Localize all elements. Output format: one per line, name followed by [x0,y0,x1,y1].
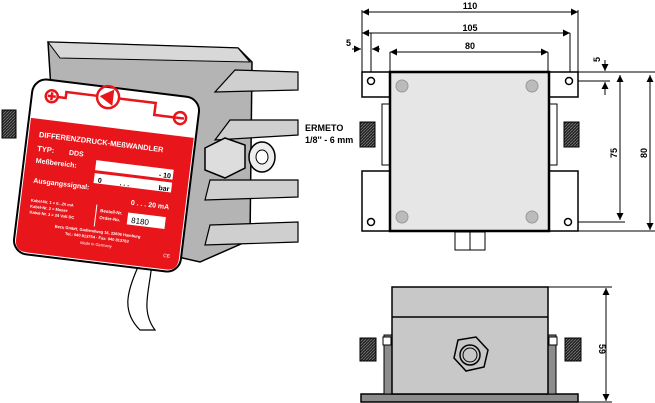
dim-hole-spacing-vertical: 75 [609,148,619,158]
dim-side-height: 59 [597,344,607,354]
svg-text:Order-No.: Order-No. [99,215,120,223]
right-fitting-side [564,337,582,362]
svg-text:TYP:: TYP: [37,144,55,155]
dim-hole-offset-y: 5 [592,57,602,62]
housing-top [388,70,551,233]
left-fitting [1,109,17,139]
dim-hole-offset-x: 5 [346,38,351,48]
left-fitting-side [359,337,377,362]
svg-text:Meßbereich:: Meßbereich: [35,158,77,170]
fitting-note-line1: ERMETO [305,123,343,133]
svg-text:. . .: . . . [119,180,130,188]
screw-icon [395,79,539,224]
dim-hole-spacing: 105 [462,23,477,33]
svg-text:bar: bar [158,185,170,193]
base-plate [360,393,579,403]
svg-text:DDS: DDS [69,150,85,159]
product-3d-view: DIFFERENZDRUCK-MEßWANDLER TYP: DDS Meßbe… [1,41,299,331]
order-number: 8180 [131,216,150,227]
dim-overall-height: 80 [639,148,649,158]
dim-overall-width: 110 [463,1,478,11]
svg-text:- 10: - 10 [158,172,171,180]
svg-text:Bestell-Nr.: Bestell-Nr. [100,208,123,216]
right-fitting-top [563,121,580,148]
mounting-bracket-bottom [204,179,299,201]
top-view [359,70,580,251]
mounting-bracket-top [213,69,299,93]
svg-text:Kabel-Nr. 2 = Masse: Kabel-Nr. 2 = Masse [30,203,69,213]
svg-text:0 . . . 20 mA: 0 . . . 20 mA [130,200,169,212]
left-fitting-top [359,121,376,148]
svg-text:0: 0 [97,178,102,185]
svg-text:Made in Germany: Made in Germany [80,240,112,249]
product-label: DIFFERENZDRUCK-MEßWANDLER TYP: DDS Meßbe… [13,78,201,273]
svg-text:Kabel-Nr. 1 = 0...20 mA: Kabel-Nr. 1 = 0...20 mA [31,198,74,208]
ce-mark: CE [163,253,171,260]
svg-text:Kabel-Nr. 3 = 24 Volt DC: Kabel-Nr. 3 = 24 Volt DC [29,209,75,219]
pressure-symbol-icon [44,84,188,126]
mounting-hole-icon [366,76,574,227]
cable [127,261,157,331]
dim-body-width: 80 [465,41,475,51]
side-view [359,286,582,403]
ermeto-fitting [204,137,276,179]
fitting-note-line2: 1/8'' - 6 mm [305,135,353,145]
